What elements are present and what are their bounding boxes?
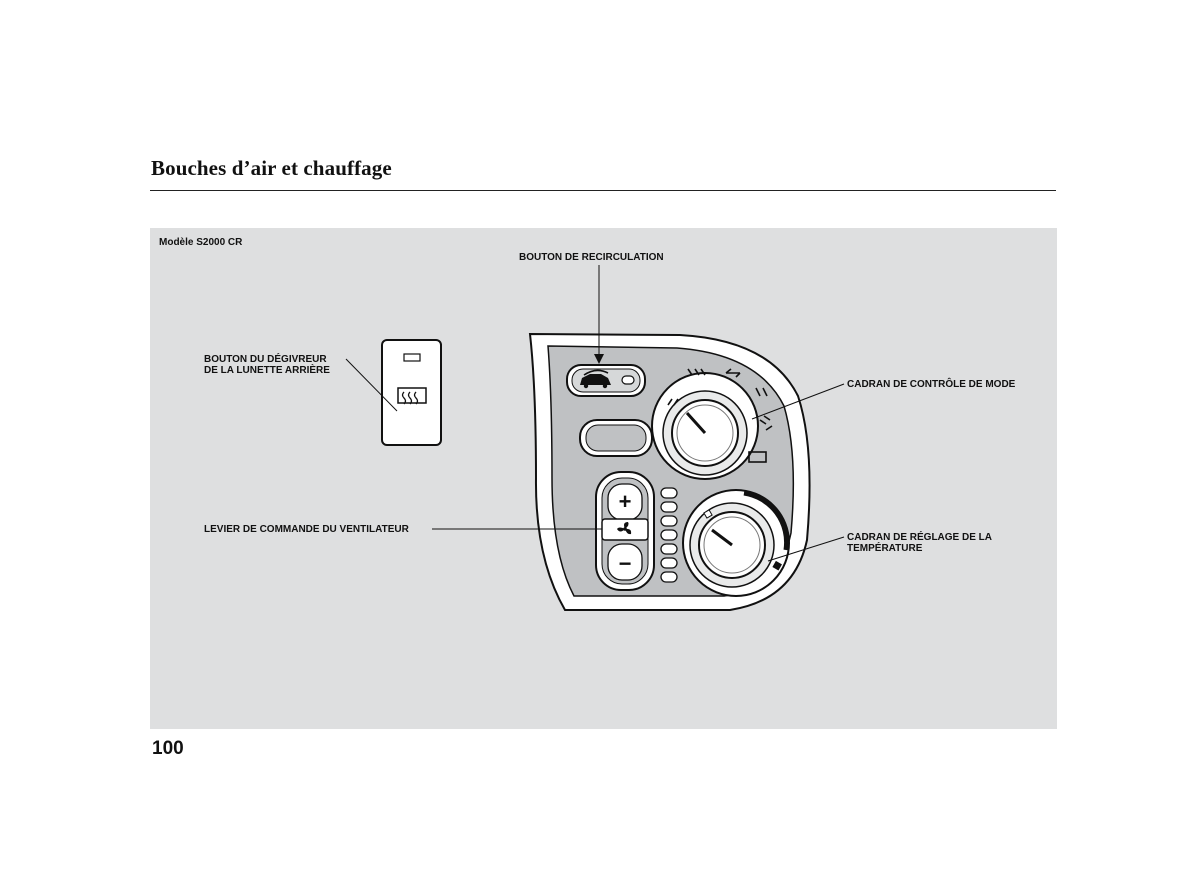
climate-panel-diagram: + − bbox=[345, 265, 845, 611]
recirculation-button[interactable] bbox=[566, 364, 646, 397]
fan-icon bbox=[617, 522, 632, 535]
temperature-dial-pointer bbox=[711, 528, 733, 547]
temperature-control-dial[interactable] bbox=[682, 489, 790, 597]
temperature-dial-label-line2: TEMPÉRATURE bbox=[847, 543, 923, 554]
fan-plus-symbol: + bbox=[619, 489, 632, 514]
temperature-scale-arc bbox=[743, 490, 790, 551]
temperature-dial-label-line1: CADRAN DE RÉGLAGE DE LA bbox=[847, 532, 993, 543]
recirculation-indicator-light bbox=[621, 375, 635, 385]
mode-dial-pointer bbox=[685, 411, 707, 435]
defogger-label-line2: DE LA LUNETTE ARRIÈRE bbox=[204, 365, 330, 376]
cold-marker bbox=[703, 509, 713, 519]
fan-minus-symbol: − bbox=[619, 551, 632, 576]
fan-lever-label: LEVIER DE COMMANDE DU VENTILATEUR bbox=[204, 524, 409, 535]
rear-defroster-switch[interactable] bbox=[381, 339, 442, 446]
mode-dial-label: CADRAN DE CONTRÔLE DE MODE bbox=[847, 379, 1016, 390]
leader-lines bbox=[345, 265, 845, 562]
climate-control-figure: + − bbox=[150, 228, 1057, 729]
rear-defroster-icon bbox=[397, 387, 427, 405]
fan-decrease-button[interactable] bbox=[607, 543, 643, 581]
recirculation-button-label: BOUTON DE RECIRCULATION bbox=[519, 252, 664, 263]
model-label: Modèle S2000 CR bbox=[159, 237, 243, 248]
vent-mode-icons bbox=[667, 368, 773, 463]
page-number: 100 bbox=[152, 738, 184, 759]
defroster-indicator-light bbox=[403, 353, 421, 362]
defogger-label-line1: BOUTON DU DÉGIVREUR bbox=[204, 354, 327, 365]
fan-control-lever[interactable]: + − bbox=[595, 471, 655, 591]
page-title: Bouches d’air et chauffage bbox=[151, 156, 392, 180]
hot-marker bbox=[772, 560, 782, 571]
car-recirculation-icon bbox=[580, 369, 611, 389]
title-divider bbox=[150, 190, 1056, 191]
fan-speed-indicators bbox=[660, 487, 678, 583]
mode-control-dial[interactable] bbox=[651, 368, 773, 480]
